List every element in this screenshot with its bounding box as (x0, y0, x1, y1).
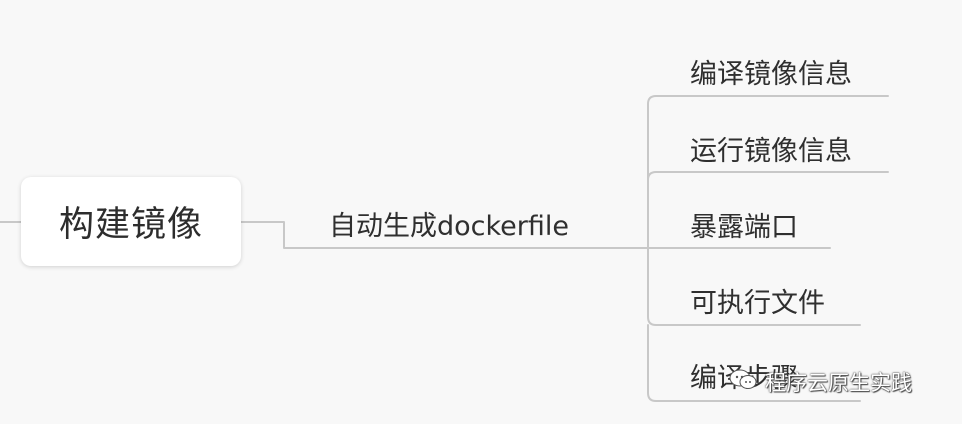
root-node-label: 构建镜像 (58, 205, 203, 245)
child-node-1[interactable]: 编译镜像信息 (690, 59, 852, 90)
watermark-text: 程序云原生实践 (765, 371, 912, 395)
root-to-branch-connector (240, 221, 611, 249)
branch-to-children-connector (599, 95, 889, 249)
child-node-2[interactable]: 运行镜像信息 (690, 136, 852, 167)
child-node-3[interactable]: 暴露端口 (690, 212, 798, 243)
child-5-connector (647, 324, 861, 402)
watermark: 程序云原生实践 (728, 366, 912, 398)
root-node[interactable]: 构建镜像 (21, 177, 241, 266)
wechat-icon (728, 367, 758, 398)
child-node-4[interactable]: 可执行文件 (690, 288, 825, 319)
child-4-connector (647, 247, 861, 326)
child-2-connector (647, 171, 889, 181)
branch-node-label[interactable]: 自动生成dockerfile (329, 211, 570, 242)
